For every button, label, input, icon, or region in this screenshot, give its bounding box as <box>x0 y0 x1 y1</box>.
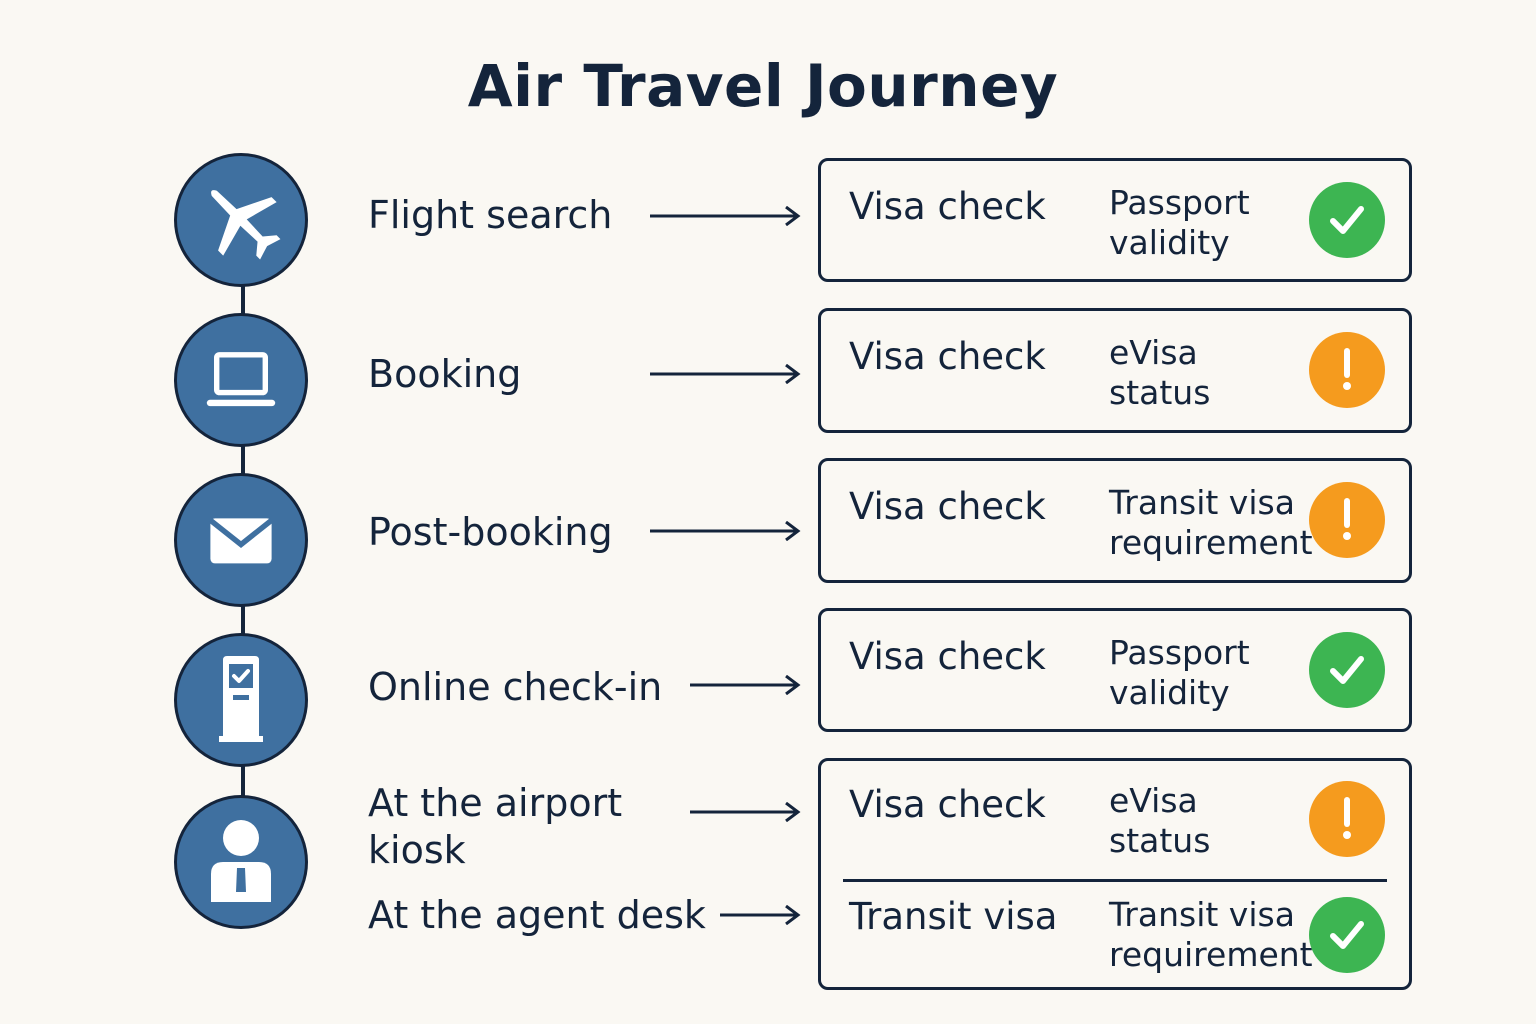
check-card-airport: Visa check eVisa status Transit visa Tra… <box>818 758 1412 990</box>
requirement-label-line2: validity <box>1109 223 1230 262</box>
check-card-online-check-in: Visa check Passport validity <box>818 608 1412 732</box>
arrow-booking <box>650 364 802 384</box>
airplane-icon <box>211 190 281 260</box>
arrow-flight-search <box>650 206 802 226</box>
status-badge-ok <box>1309 632 1385 708</box>
exclamation-icon <box>1343 498 1351 540</box>
checkmark-icon <box>1330 656 1364 684</box>
check-label: Visa check <box>849 185 1046 228</box>
check-label: Visa check <box>849 485 1046 528</box>
arrow-right-icon <box>690 675 801 695</box>
check-label: Visa check <box>849 335 1046 378</box>
requirement-label-line2: status <box>1109 821 1211 860</box>
requirement-label-line1: Transit visa <box>1109 895 1295 934</box>
step-node-online-check-in <box>174 633 308 767</box>
step-node-flight-search <box>174 153 308 287</box>
requirement-label-line2: status <box>1109 373 1211 412</box>
laptop-icon <box>206 352 276 407</box>
diagram-title: Air Travel Journey <box>467 52 1059 120</box>
checkmark-icon <box>1330 206 1364 234</box>
step-node-booking <box>174 313 308 447</box>
kiosk-icon <box>219 656 263 742</box>
requirement-label-line2: requirement <box>1109 935 1313 974</box>
requirement-label-line1: Transit visa <box>1109 483 1295 522</box>
arrow-airport-kiosk <box>690 802 802 822</box>
step-label-airport-kiosk-line1: At the airport <box>368 781 623 825</box>
check-card-booking: Visa check eVisa status <box>818 308 1412 433</box>
requirement-label-line1: eVisa <box>1109 333 1198 372</box>
requirement-label-line1: Passport <box>1109 633 1250 672</box>
arrow-agent-desk <box>720 905 802 925</box>
arrow-right-icon <box>690 802 801 822</box>
step-label-agent-desk: At the agent desk <box>368 893 706 937</box>
step-label-flight-search: Flight search <box>368 193 613 237</box>
card-divider <box>843 879 1387 882</box>
requirement-label-line2: requirement <box>1109 523 1313 562</box>
requirement-label-line1: eVisa <box>1109 781 1198 820</box>
envelope-icon <box>208 518 274 564</box>
status-badge-warning <box>1309 482 1385 558</box>
arrow-post-booking <box>650 521 802 541</box>
requirement-label-line1: Passport <box>1109 183 1250 222</box>
agent-person-icon <box>211 820 271 902</box>
step-label-online-check-in: Online check-in <box>368 665 663 709</box>
step-label-post-booking: Post-booking <box>368 510 613 554</box>
arrow-right-icon <box>720 905 801 925</box>
arrow-right-icon <box>650 364 801 384</box>
status-badge-ok <box>1309 897 1385 973</box>
step-label-airport-kiosk-line2: kiosk <box>368 828 466 872</box>
exclamation-icon <box>1343 348 1351 390</box>
checkmark-icon <box>1330 921 1364 949</box>
step-node-post-booking <box>174 473 308 607</box>
status-badge-ok <box>1309 182 1385 258</box>
arrow-right-icon <box>650 206 801 226</box>
step-node-airport <box>174 795 308 929</box>
check-label: Transit visa <box>849 895 1058 938</box>
step-label-booking: Booking <box>368 352 522 396</box>
check-label: Visa check <box>849 635 1046 678</box>
arrow-right-icon <box>650 521 801 541</box>
status-badge-warning <box>1309 332 1385 408</box>
check-label: Visa check <box>849 783 1046 826</box>
arrow-online-check-in <box>690 675 802 695</box>
requirement-label-line2: validity <box>1109 673 1230 712</box>
check-card-flight-search: Visa check Passport validity <box>818 158 1412 282</box>
exclamation-icon <box>1343 797 1351 839</box>
check-card-post-booking: Visa check Transit visa requirement <box>818 458 1412 583</box>
status-badge-warning <box>1309 781 1385 857</box>
